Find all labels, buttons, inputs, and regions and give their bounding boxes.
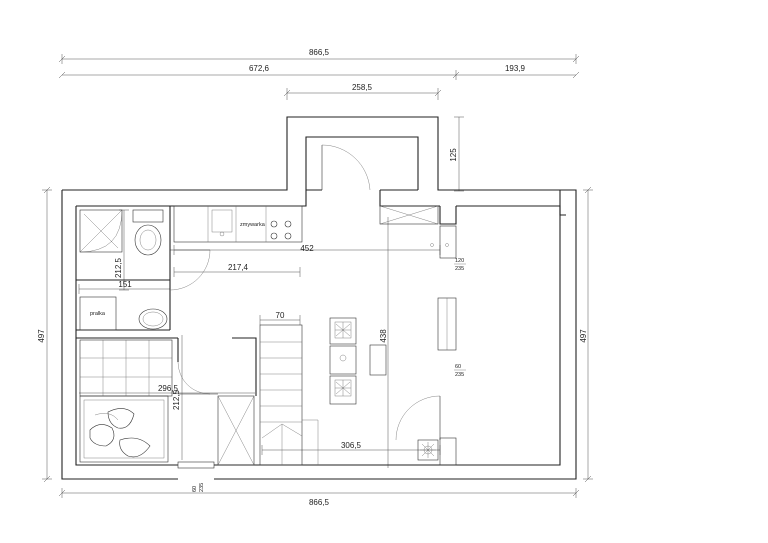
entrance-door [321, 144, 439, 225]
window-label-middle: 60 235 [454, 364, 466, 378]
window-label-upper: 120 235 [454, 258, 466, 272]
dim-bed-depth: 212,5 [172, 389, 181, 410]
dim-laundry-width: 151 [118, 280, 132, 289]
outer-walls [61, 116, 577, 480]
window-bottom-height: 235 [199, 483, 205, 492]
dim-hall-height: 438 [379, 329, 388, 343]
dim-left-height: 497 [37, 329, 46, 343]
window-middle-height: 235 [455, 372, 464, 378]
staircase [232, 324, 319, 466]
fixture-dot [445, 243, 449, 247]
right-windows [437, 225, 457, 466]
dim-stair-width: 70 [276, 311, 285, 320]
kitchen: zmywarka [173, 205, 303, 243]
window-upper-width: 120 [455, 258, 464, 264]
bedroom [76, 337, 255, 469]
fixture-dot [430, 243, 434, 247]
living-room [329, 317, 441, 461]
dim-bottom-total: 866,5 [309, 498, 330, 507]
dim-entry-depth: 125 [449, 148, 458, 162]
dim-bath-depth: 212,5 [114, 257, 123, 278]
dim-kitchen-run: 452 [300, 244, 314, 253]
window-label-bottom: 60 235 [192, 483, 205, 492]
dim-bed-width: 296,5 [158, 384, 179, 393]
window-bottom-width: 60 [192, 486, 198, 492]
dim-top-left: 672,6 [249, 64, 270, 73]
laundry: pralka [76, 296, 170, 331]
dim-living-width: 306,5 [341, 441, 362, 450]
window-upper-height: 235 [455, 266, 464, 272]
dim-top-total: 866,5 [309, 48, 330, 57]
dim-entry-width: 258,5 [352, 83, 373, 92]
dim-top-right: 193,9 [505, 64, 526, 73]
dim-right-height: 497 [579, 329, 588, 343]
bathroom [76, 206, 211, 330]
washer-label: pralka [90, 311, 106, 317]
window-middle-width: 60 [455, 364, 461, 370]
dishwasher-label: zmywarka [240, 222, 266, 228]
dimension-lines [42, 54, 593, 498]
dim-bath-width: 217,4 [228, 263, 249, 272]
